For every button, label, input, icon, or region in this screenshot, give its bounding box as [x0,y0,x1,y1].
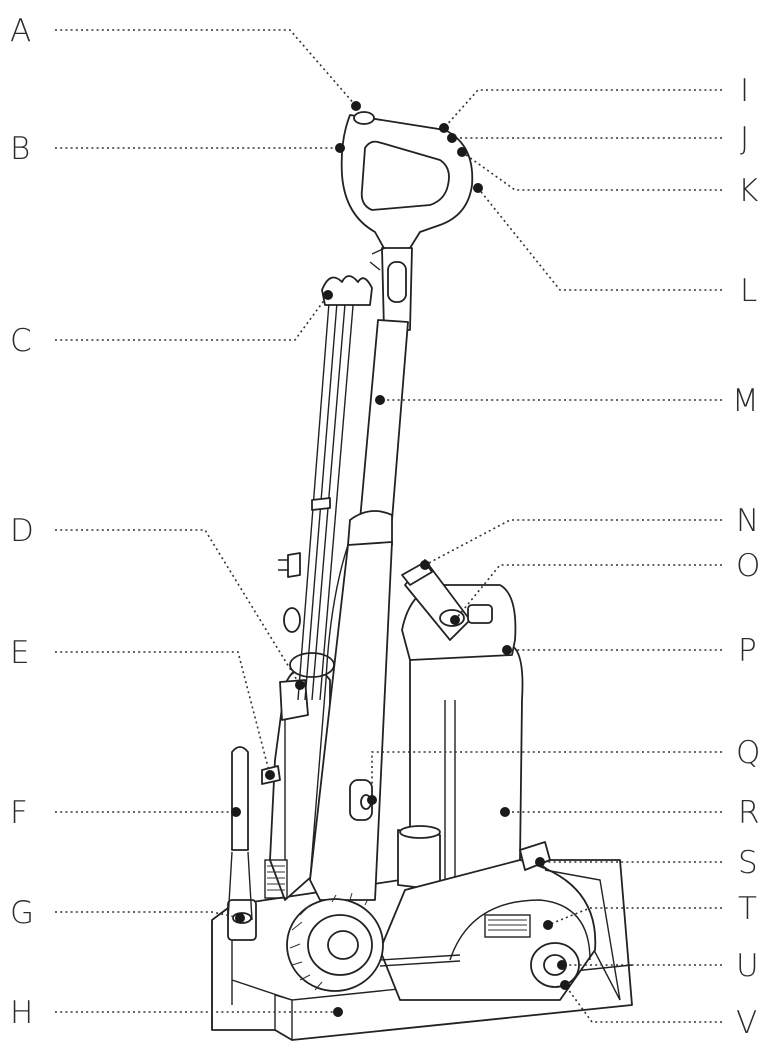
label-l: L [740,273,757,309]
dot-s [535,857,545,867]
leader-q [371,751,722,800]
label-s: S [738,845,758,881]
leader-v [564,984,722,1023]
dot-q [367,795,377,805]
dot-f [231,807,241,817]
label-c: C [10,323,32,359]
dot-d [295,680,305,690]
label-f: F [10,795,28,831]
dot-a [351,101,361,111]
label-k: K [738,173,758,209]
leader-e [55,651,271,776]
label-h: H [10,995,33,1031]
dot-n [420,560,430,570]
dot-i [439,123,449,133]
dot-b [335,143,345,153]
dot-p [502,645,512,655]
label-n: N [736,503,759,539]
leader-l [477,187,722,291]
label-o: O [736,548,760,584]
label-u: U [736,948,759,984]
dot-r [500,807,510,817]
leader-lines [55,29,722,1023]
dot-k [457,147,467,157]
dot-m [375,395,385,405]
dot-l [473,183,483,193]
leader-g [55,911,241,919]
callout-dots [231,101,570,1017]
dot-o [450,615,460,625]
label-e: E [10,635,30,671]
dot-t [543,920,553,930]
leader-d [55,529,301,686]
device-illustration [211,111,633,1041]
label-r: R [738,795,760,831]
label-i: I [740,73,749,109]
callout-labels: A B C D E F G H I J K L M N O P Q R S T … [10,13,760,1041]
label-d: D [10,513,34,549]
leader-n [424,519,722,566]
label-q: Q [736,735,760,771]
label-m: M [732,383,759,419]
label-j: J [740,121,749,157]
leader-o [454,564,722,621]
dot-u [557,960,567,970]
leader-t [547,907,722,926]
dot-c [323,290,333,300]
label-t: T [738,891,757,927]
dot-h [333,1007,343,1017]
main-tube [359,319,409,521]
leader-c [55,294,329,341]
leader-i [443,89,722,129]
label-v: V [736,1005,757,1041]
label-a: A [10,13,31,49]
leader-k [461,151,722,191]
label-p: P [738,633,757,669]
dot-j [447,133,457,143]
leader-a [55,29,357,107]
dot-g [235,913,245,923]
label-g: G [10,895,34,931]
dot-v [560,980,570,990]
dot-e [265,770,275,780]
label-b: B [10,131,30,167]
